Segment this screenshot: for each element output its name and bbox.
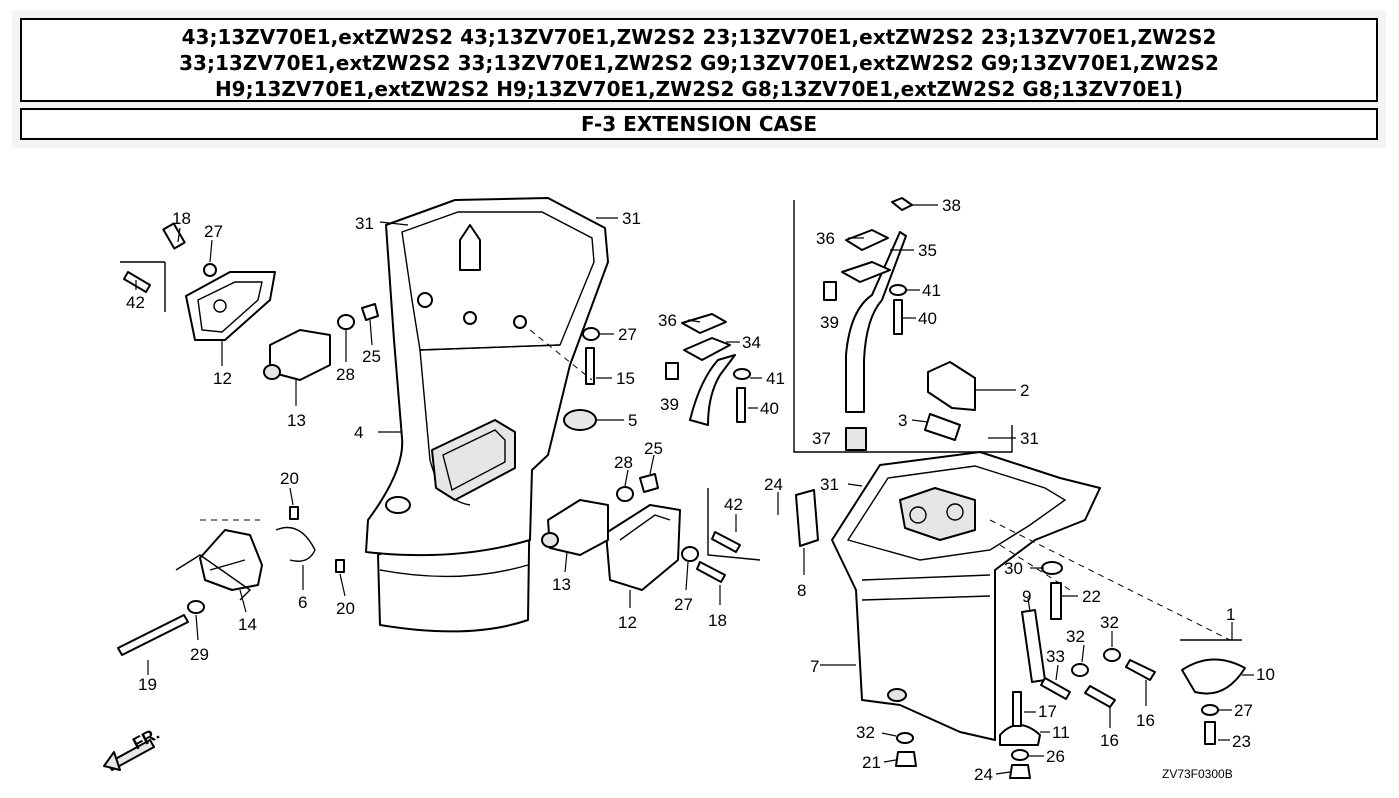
lower-mount-assembly bbox=[541, 473, 761, 591]
callout-12-upper: 12 bbox=[213, 369, 232, 388]
model-line-3: H9;13ZV70E1,extZW2S2 H9;13ZV70E1,ZW2S2 G… bbox=[214, 77, 1184, 101]
callout-29: 29 bbox=[190, 645, 209, 664]
callout-32-lower: 32 bbox=[856, 723, 875, 742]
model-list-box: 43;13ZV70E1,extZW2S2 43;13ZV70E1,ZW2S2 2… bbox=[20, 18, 1378, 102]
callout-33: 33 bbox=[1046, 647, 1065, 666]
callout-37: 37 bbox=[812, 429, 831, 448]
callout-6: 6 bbox=[298, 593, 307, 612]
callout-4: 4 bbox=[354, 423, 363, 442]
callout-18-upper: 18 bbox=[172, 209, 191, 228]
callout-40-upper: 40 bbox=[918, 309, 937, 328]
callout-30: 30 bbox=[1004, 559, 1023, 578]
callout-1: 1 bbox=[1226, 605, 1235, 624]
callout-15: 15 bbox=[616, 369, 635, 388]
callout-23: 23 bbox=[1232, 732, 1251, 751]
callout-3: 3 bbox=[898, 411, 907, 430]
callout-31-case-right: 31 bbox=[622, 209, 641, 228]
upper-mount-assembly bbox=[120, 222, 379, 381]
water-tube-assembly bbox=[563, 313, 751, 431]
callout-16-right: 16 bbox=[1136, 711, 1155, 730]
callout-27-mid: 27 bbox=[618, 325, 637, 344]
drawing-code: ZV73F0300B bbox=[1162, 767, 1233, 781]
callout-12-lower: 12 bbox=[618, 613, 637, 632]
callout-35: 35 bbox=[918, 241, 937, 260]
callout-41-lower: 41 bbox=[766, 369, 785, 388]
callout-39-lower: 39 bbox=[660, 395, 679, 414]
callout-2: 2 bbox=[1020, 381, 1029, 400]
lower-right-fasteners bbox=[895, 519, 1246, 779]
callout-27-lower: 27 bbox=[674, 595, 693, 614]
callout-20-upper: 20 bbox=[280, 469, 299, 488]
callout-11: 11 bbox=[1052, 723, 1070, 742]
callout-9: 9 bbox=[1022, 587, 1031, 606]
boxed-water-pipe-group bbox=[793, 197, 1013, 453]
oil-case-part-7 bbox=[795, 451, 1101, 741]
callout-21: 21 bbox=[862, 753, 881, 772]
callout-38: 38 bbox=[942, 196, 961, 215]
callout-42-lower: 42 bbox=[724, 495, 743, 514]
callout-7: 7 bbox=[810, 657, 819, 676]
callout-5: 5 bbox=[628, 411, 637, 430]
callout-31-case-left: 31 bbox=[355, 214, 374, 233]
callout-13-lower: 13 bbox=[552, 575, 571, 594]
callout-27-upper: 27 bbox=[204, 222, 223, 241]
model-line-1: 43;13ZV70E1,extZW2S2 43;13ZV70E1,ZW2S2 2… bbox=[181, 25, 1217, 49]
callout-10: 10 bbox=[1256, 665, 1275, 684]
section-title: F-3 EXTENSION CASE bbox=[20, 108, 1378, 140]
callout-8: 8 bbox=[797, 581, 806, 600]
callout-28-lower: 28 bbox=[614, 453, 633, 472]
callout-31-oilcase-right: 31 bbox=[1020, 429, 1039, 448]
callout-labels: 18 27 42 12 13 28 25 31 31 27 15 5 4 36 … bbox=[126, 196, 1275, 784]
leader-lines bbox=[135, 204, 1254, 775]
callout-18-lower: 18 bbox=[708, 611, 727, 630]
callout-41-upper: 41 bbox=[922, 281, 941, 300]
callout-25-upper: 25 bbox=[362, 347, 381, 366]
callout-17: 17 bbox=[1038, 702, 1057, 721]
trim-and-cable-parts bbox=[103, 329, 593, 771]
callout-22: 22 bbox=[1082, 587, 1101, 606]
callout-32-upper: 32 bbox=[1100, 613, 1119, 632]
model-line-2: 33;13ZV70E1,extZW2S2 33;13ZV70E1,ZW2S2 G… bbox=[179, 51, 1219, 75]
callout-28-upper: 28 bbox=[336, 365, 355, 384]
callout-39-upper: 39 bbox=[820, 313, 839, 332]
parts-diagram: 18 27 42 12 13 28 25 31 31 27 15 5 4 36 … bbox=[103, 196, 1275, 784]
callout-26: 26 bbox=[1046, 747, 1065, 766]
callout-19: 19 bbox=[138, 675, 157, 694]
callout-24-lower: 24 bbox=[974, 765, 993, 784]
callout-34: 34 bbox=[742, 333, 761, 352]
callout-36-lower: 36 bbox=[658, 311, 677, 330]
callout-31-oilcase-left: 31 bbox=[820, 475, 839, 494]
callout-16-left: 16 bbox=[1100, 731, 1119, 750]
callout-36-upper: 36 bbox=[816, 229, 835, 248]
extension-case-part-4 bbox=[365, 197, 609, 633]
callout-14: 14 bbox=[238, 615, 257, 634]
callout-24-upper: 24 bbox=[764, 475, 783, 494]
callout-13-upper: 13 bbox=[287, 411, 306, 430]
callout-32-mid: 32 bbox=[1066, 627, 1085, 646]
callout-20-lower: 20 bbox=[336, 599, 355, 618]
callout-27-right: 27 bbox=[1234, 701, 1253, 720]
callout-42-upper: 42 bbox=[126, 293, 145, 312]
callout-25-lower: 25 bbox=[644, 439, 663, 458]
callout-40-lower: 40 bbox=[760, 399, 779, 418]
